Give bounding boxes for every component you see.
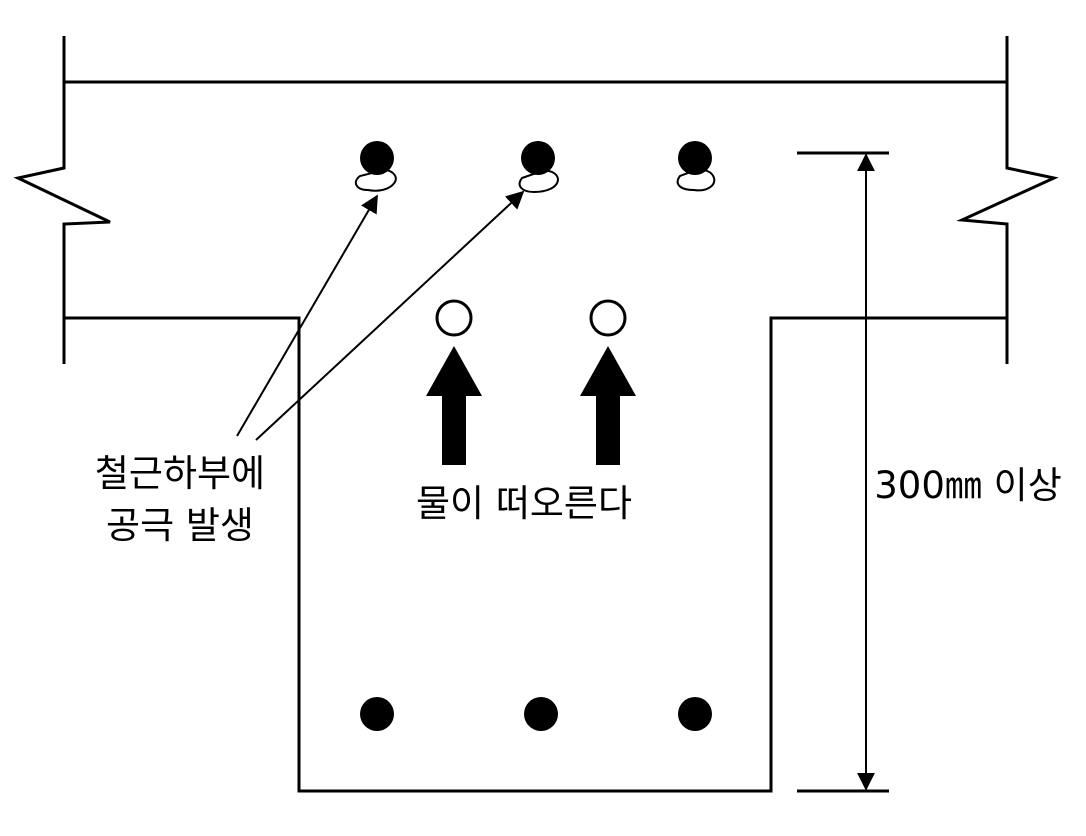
top-rebar bbox=[521, 141, 555, 175]
dimension-label: 300㎜ 이상 bbox=[874, 464, 1061, 507]
leader-line bbox=[255, 190, 525, 441]
bottom-rebar bbox=[524, 697, 558, 731]
up-arrow bbox=[580, 346, 636, 465]
up-arrow bbox=[426, 346, 482, 465]
void-label-line1: 철근하부에 bbox=[95, 452, 265, 495]
slab-web-outline bbox=[64, 316, 1007, 793]
top-rebar bbox=[678, 141, 712, 175]
top-rebar bbox=[360, 141, 394, 175]
water-bubble bbox=[589, 299, 627, 337]
void-under-rebar bbox=[518, 169, 560, 194]
void-under-rebar bbox=[354, 168, 397, 192]
right-break-line bbox=[956, 36, 1059, 364]
left-break-line bbox=[13, 36, 111, 364]
leader-line bbox=[236, 194, 378, 437]
bottom-rebar bbox=[360, 697, 394, 731]
top-rebar-group bbox=[354, 141, 716, 194]
water-rises-label: 물이 떠오른다 bbox=[416, 482, 632, 525]
water-bubble bbox=[435, 299, 473, 337]
bottom-rebar bbox=[678, 697, 712, 731]
void-label-line2: 공극 발생 bbox=[106, 504, 254, 547]
